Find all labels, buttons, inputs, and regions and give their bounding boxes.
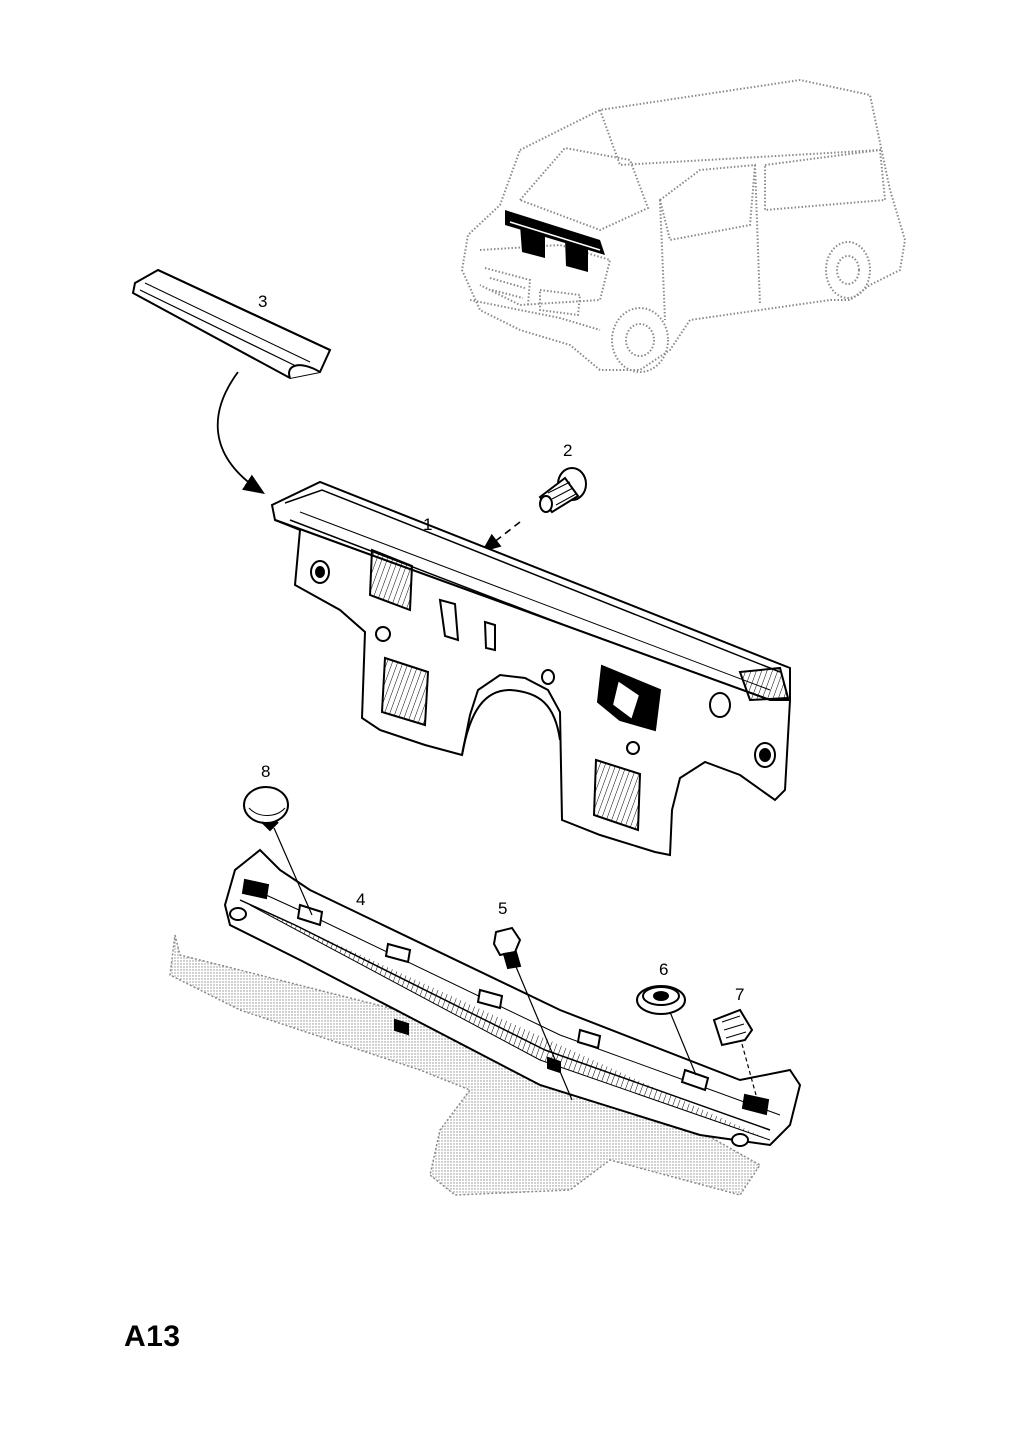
leader-line-7	[741, 1043, 757, 1096]
callout-1: 1	[423, 515, 432, 534]
part-6-grommet	[636, 985, 686, 1015]
fit-arrow	[216, 371, 266, 494]
callout-5: 5	[498, 899, 507, 918]
clip-dashed-arrow	[481, 521, 521, 552]
part-8-cap	[243, 786, 289, 832]
leader-line-8	[273, 827, 313, 916]
callout-2: 2	[563, 441, 572, 460]
part-2-clip	[538, 467, 587, 514]
van-locator-illustration	[460, 78, 907, 373]
callout-3: 3	[258, 292, 267, 311]
leader-line-5	[513, 961, 573, 1101]
callout-4: 4	[356, 890, 365, 909]
part-3-seal-strip	[131, 268, 332, 380]
part-1-cowl-panel	[270, 480, 792, 857]
callout-7: 7	[735, 985, 744, 1004]
part-7-small-clip	[712, 1008, 754, 1047]
leader-line-6	[669, 1011, 697, 1076]
part-4-scuttle-trim	[223, 848, 802, 1147]
part-5-screw	[492, 926, 522, 970]
callout-8: 8	[261, 762, 270, 781]
ghost-front-grille	[169, 934, 762, 1196]
highlighted-panel-on-van	[505, 210, 605, 272]
page-code: A13	[124, 1320, 181, 1353]
callout-6: 6	[659, 960, 668, 979]
